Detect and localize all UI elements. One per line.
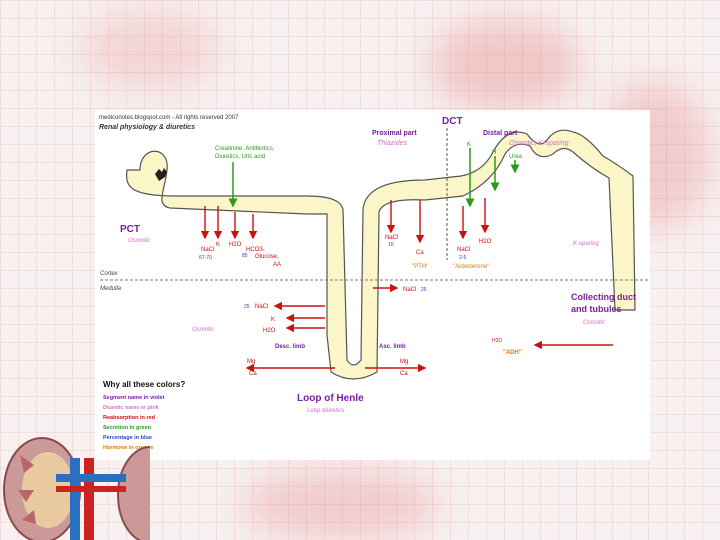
pct-h2o: H2O (229, 242, 242, 248)
pct-hco3-percentage: 85 (242, 253, 248, 259)
asc-nacl-percentage: 25 (421, 287, 427, 293)
desc-k: K (271, 317, 275, 323)
pct-hco3: HCO3- (246, 247, 265, 253)
pct-k: K (216, 242, 220, 248)
pct-title: PCT (120, 224, 140, 235)
desc-limb-label: Desc. limb (275, 344, 305, 350)
distal-part-title: Distal part (483, 130, 518, 137)
legend-item: Segment name in violet (103, 395, 165, 401)
dct-k: K (467, 142, 471, 148)
dct-ca: Ca (416, 250, 424, 256)
dct-nacl: NaCl (385, 235, 398, 241)
collecting-duct-diuretic: Osmotic (583, 320, 605, 326)
asc-mg: Mg (400, 359, 408, 365)
adh-hormone: "ADH" (503, 350, 522, 356)
background-blot (240, 470, 440, 540)
desc-nacl: NaCl (255, 304, 268, 310)
desc-ca: Ca (249, 371, 257, 377)
nephron-diagram: mediconotes.blogspot.com - All rights re… (95, 110, 650, 460)
asc-nacl: NaCl (403, 287, 416, 293)
desc-nacl-percentage: 25 (244, 304, 250, 310)
asc-ca: Ca (400, 371, 408, 377)
legend-title: Why all these colors? (103, 380, 185, 389)
distal-nacl-percentage: 2-5 (459, 255, 466, 261)
medulla-label: Medulla (100, 286, 122, 292)
pth-hormone: "PTH" (412, 264, 428, 270)
kidney-illustration (0, 410, 150, 540)
dct-h: H (492, 150, 496, 156)
copyright-text: mediconotes.blogspot.com - All rights re… (99, 115, 239, 121)
cortex-label: Cortex (100, 271, 119, 277)
distal-nacl: NaCl (457, 247, 470, 253)
distal-part-diuretic: Osmotic, K-sparing (509, 140, 569, 147)
kidney-right-icon (118, 447, 150, 540)
k-sparing-label: K-sparing (573, 241, 599, 247)
pct-glucose: Glucose, (255, 254, 279, 260)
collecting-duct-title-2: and tubules (571, 304, 622, 314)
pct-diuretic: Osmotic (128, 238, 150, 244)
desc-h2o: H2O (263, 328, 276, 334)
aldosterone-hormone: "Aldosterone" (453, 264, 489, 270)
collecting-duct-title-1: Collecting duct (571, 292, 636, 302)
proximal-part-diuretic: Thiazides (377, 140, 407, 147)
subject-title: Renal physiology & diuretics (99, 124, 195, 131)
collecting-h2o: H2O (492, 338, 502, 344)
proximal-part-title: Proximal part (372, 130, 417, 137)
diagram-panel: mediconotes.blogspot.com - All rights re… (95, 110, 650, 460)
background-blot (430, 20, 580, 110)
desc-mg: Mg (247, 359, 255, 365)
distal-h2o: H2O (479, 239, 492, 245)
pct-nacl-percentage: 67-70 (199, 255, 212, 261)
loop-diuretic: Loop diuretics (307, 408, 344, 414)
background-blot (80, 10, 220, 90)
secretion-line-1: Creatinine, Antibiotics, (215, 146, 275, 152)
dct-urea: Urea (509, 154, 523, 160)
dct-nacl-percentage: 10 (388, 242, 394, 248)
secretion-line-2: Diuretics, Uric acid (215, 154, 265, 160)
dct-label: DCT (442, 116, 463, 127)
desc-osmotic: Osmotic (192, 327, 214, 333)
pct-aa: AA (273, 262, 281, 268)
pct-nacl: NaCl (201, 247, 214, 253)
asc-limb-label: Asc. limb (379, 344, 406, 350)
loop-of-henle-title: Loop of Henle (297, 393, 364, 404)
